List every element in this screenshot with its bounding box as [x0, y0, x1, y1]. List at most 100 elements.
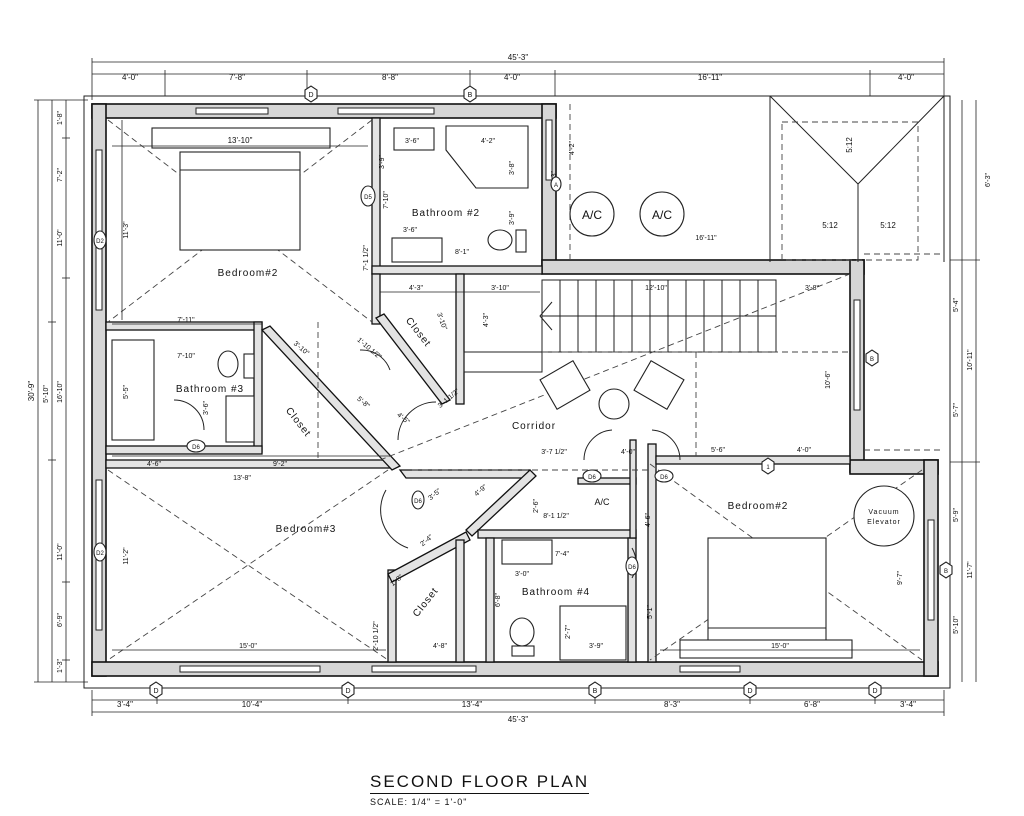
dim-left-f: 11'-0"	[57, 543, 64, 561]
dim-4-3: 4'-3"	[409, 285, 423, 292]
label-bathroom-2: Bathroom #2	[412, 208, 480, 219]
dim-8-1-2: 8'-1 1/2"	[543, 513, 569, 520]
tag-bottom-d-4: D	[872, 688, 877, 695]
dim-bed-nw-h: 11'-3"	[123, 221, 130, 239]
dim-2-10: 2'-10 1/2"	[373, 621, 380, 651]
tag-top-b: B	[468, 92, 473, 99]
vacuum-elevator	[853, 485, 915, 547]
tag-bottom-d-1: D	[153, 688, 158, 695]
dim-3-7-1-2: 3'-7 1/2"	[541, 449, 567, 456]
dim-left-g: 6'-9"	[57, 613, 64, 627]
dim-right-e: 5'-9"	[953, 508, 960, 522]
dim-3-9a: 3'-9"	[379, 155, 386, 169]
label-bedroom-se: Bedroom#2	[728, 501, 789, 512]
dim-2-6: 2'-6"	[533, 499, 540, 513]
dim-bottom-overall: 45'-3"	[508, 715, 529, 724]
tag-left-d2-2: D2	[96, 551, 104, 557]
dim-left-b: 7'-2"	[57, 168, 64, 182]
dim-bottom-3: 13'-4"	[462, 700, 483, 709]
bed-se	[707, 537, 827, 647]
room-diagonals	[107, 119, 923, 661]
dim-left-d: 5'-10"	[43, 385, 50, 403]
dim-4-2b: 4'-2"	[569, 141, 576, 155]
tag-right-b-1: B	[870, 357, 874, 363]
dim-top-6: 4'-0"	[898, 73, 914, 82]
dim-4-6b: 4'-6"	[645, 513, 652, 527]
dim-5-6: 5'-6"	[711, 447, 725, 454]
dim-3-5: 3'-5"	[427, 487, 443, 502]
dim-left-a: 1'-8"	[57, 111, 64, 125]
tag-d6-closet: D6	[414, 499, 422, 505]
interior-walls	[105, 117, 851, 663]
dim-4-0d: 4'-0"	[797, 447, 811, 454]
dim-3-10a: 3'-10"	[491, 285, 509, 292]
dim-3-9c: 3'-9"	[589, 643, 603, 650]
dim-3-0: 3'-0"	[515, 571, 529, 578]
bottom-dimension-lines: 3'-4" 10'-4" 13'-4" 8'-3" 6'-8" 3'-4" 45…	[91, 690, 945, 724]
dim-13-8: 13'-8"	[233, 475, 251, 482]
dim-3-10b: 3'-10"	[435, 312, 448, 332]
dim-7-11: 7'-11"	[177, 317, 195, 324]
dim-left-c: 11'-0"	[57, 229, 64, 247]
ac-units: A/C A/C	[569, 191, 685, 237]
dim-3-6b: 3'-6"	[403, 227, 417, 234]
corridor-chair-left	[539, 360, 591, 410]
tag-bottom-d-3: D	[747, 688, 752, 695]
dim-2-7: 2'-7"	[565, 625, 572, 639]
label-bedroom-sw: Bedroom#3	[276, 524, 337, 535]
dim-1-10: 1'-10 1/2"	[355, 337, 382, 362]
ac-unit-1-label: A/C	[582, 208, 602, 222]
dim-16-11: 16'-11"	[695, 235, 717, 242]
roof-pitch-1: 5:12	[845, 137, 854, 153]
dim-3-9b: 3'-9"	[509, 211, 516, 225]
dim-right-a: 6'-3"	[985, 173, 992, 187]
top-dimension-lines: 45'-3" 4'-0" 7'-8" 8'-8" 4'-0" 16'-11" 4…	[91, 53, 945, 100]
tag-d5-bath2: D5	[364, 195, 372, 201]
dim-7-1-2: 7'-1 1/2"	[363, 245, 370, 271]
second-floor-plan-drawing: 45'-3" 4'-0" 7'-8" 8'-8" 4'-0" 16'-11" 4…	[27, 53, 992, 724]
label-ac-closet: A/C	[594, 497, 610, 507]
left-dimension-lines: 30'-9" 1'-8" 7'-2" 11'-0" 5'-10" 16'-10"…	[27, 99, 88, 683]
tag-a: A	[554, 183, 558, 189]
dim-top-overall: 45'-3"	[508, 53, 529, 62]
dim-3-8b: 3'-8"	[805, 285, 819, 292]
tag-left-d2-1: D2	[96, 239, 104, 245]
dim-top-5: 16'-11"	[698, 73, 722, 82]
dim-left-h: 1'-3"	[57, 659, 64, 673]
dim-10-6: 10'-6"	[825, 371, 832, 389]
dim-8-1: 8'-1"	[455, 249, 469, 256]
tag-d6-bath4: D6	[628, 565, 636, 571]
door-window-tags: D B D2 D2 D5 D6 D6 D6 D6 D6 A 1 B B D D	[93, 85, 953, 699]
dim-bottom-1: 3'-4"	[117, 700, 133, 709]
dim-6-8: 6'-8"	[495, 593, 502, 607]
label-bedroom-nw: Bedroom#2	[218, 268, 279, 279]
dim-9-2: 9'-2"	[273, 461, 287, 468]
plan-scale: SCALE: 1/4" = 1'-0"	[370, 797, 468, 807]
tag-d6-ac: D6	[588, 475, 596, 481]
staircase	[463, 279, 777, 373]
ac-unit-2-label: A/C	[652, 208, 672, 222]
dim-4-8: 4'-8"	[433, 643, 447, 650]
plan-title: SECOND FLOOR PLAN	[370, 772, 590, 794]
dim-3-6a: 3'-6"	[405, 138, 419, 145]
corridor-table	[598, 388, 630, 420]
dim-4-9: 4'-9"	[473, 483, 489, 498]
dim-12-10: 12'-10"	[645, 285, 667, 292]
dim-4-2: 4'-2"	[481, 138, 495, 145]
plan-title-block: SECOND FLOOR PLAN SCALE: 1/4" = 1'-0"	[370, 772, 670, 807]
dim-7-10b: 7'-10"	[177, 353, 195, 360]
label-bathroom-4: Bathroom #4	[522, 587, 590, 598]
label-corridor: Corridor	[512, 421, 556, 432]
dim-bed-nw-w: 13'-10"	[228, 136, 253, 145]
dim-11-2: 11'-2"	[123, 547, 130, 565]
dim-3-6c: 3'-6"	[203, 401, 210, 415]
dim-right-f: 11'-7"	[967, 561, 974, 579]
tag-top-d-1: D	[308, 92, 313, 99]
right-dimension-lines: 6'-3" 5'-4" 10'-11" 5'-7" 5'-9" 11'-7" 5…	[950, 100, 992, 682]
label-closet-b: Closet	[283, 406, 313, 440]
dim-5-1: 5'-1"	[647, 605, 654, 619]
dim-4-6: 4'-6"	[147, 461, 161, 468]
tag-right-b-2: B	[944, 569, 948, 575]
tag-bottom-d-2: D	[345, 688, 350, 695]
dim-15-0b: 15'-0"	[771, 643, 789, 650]
